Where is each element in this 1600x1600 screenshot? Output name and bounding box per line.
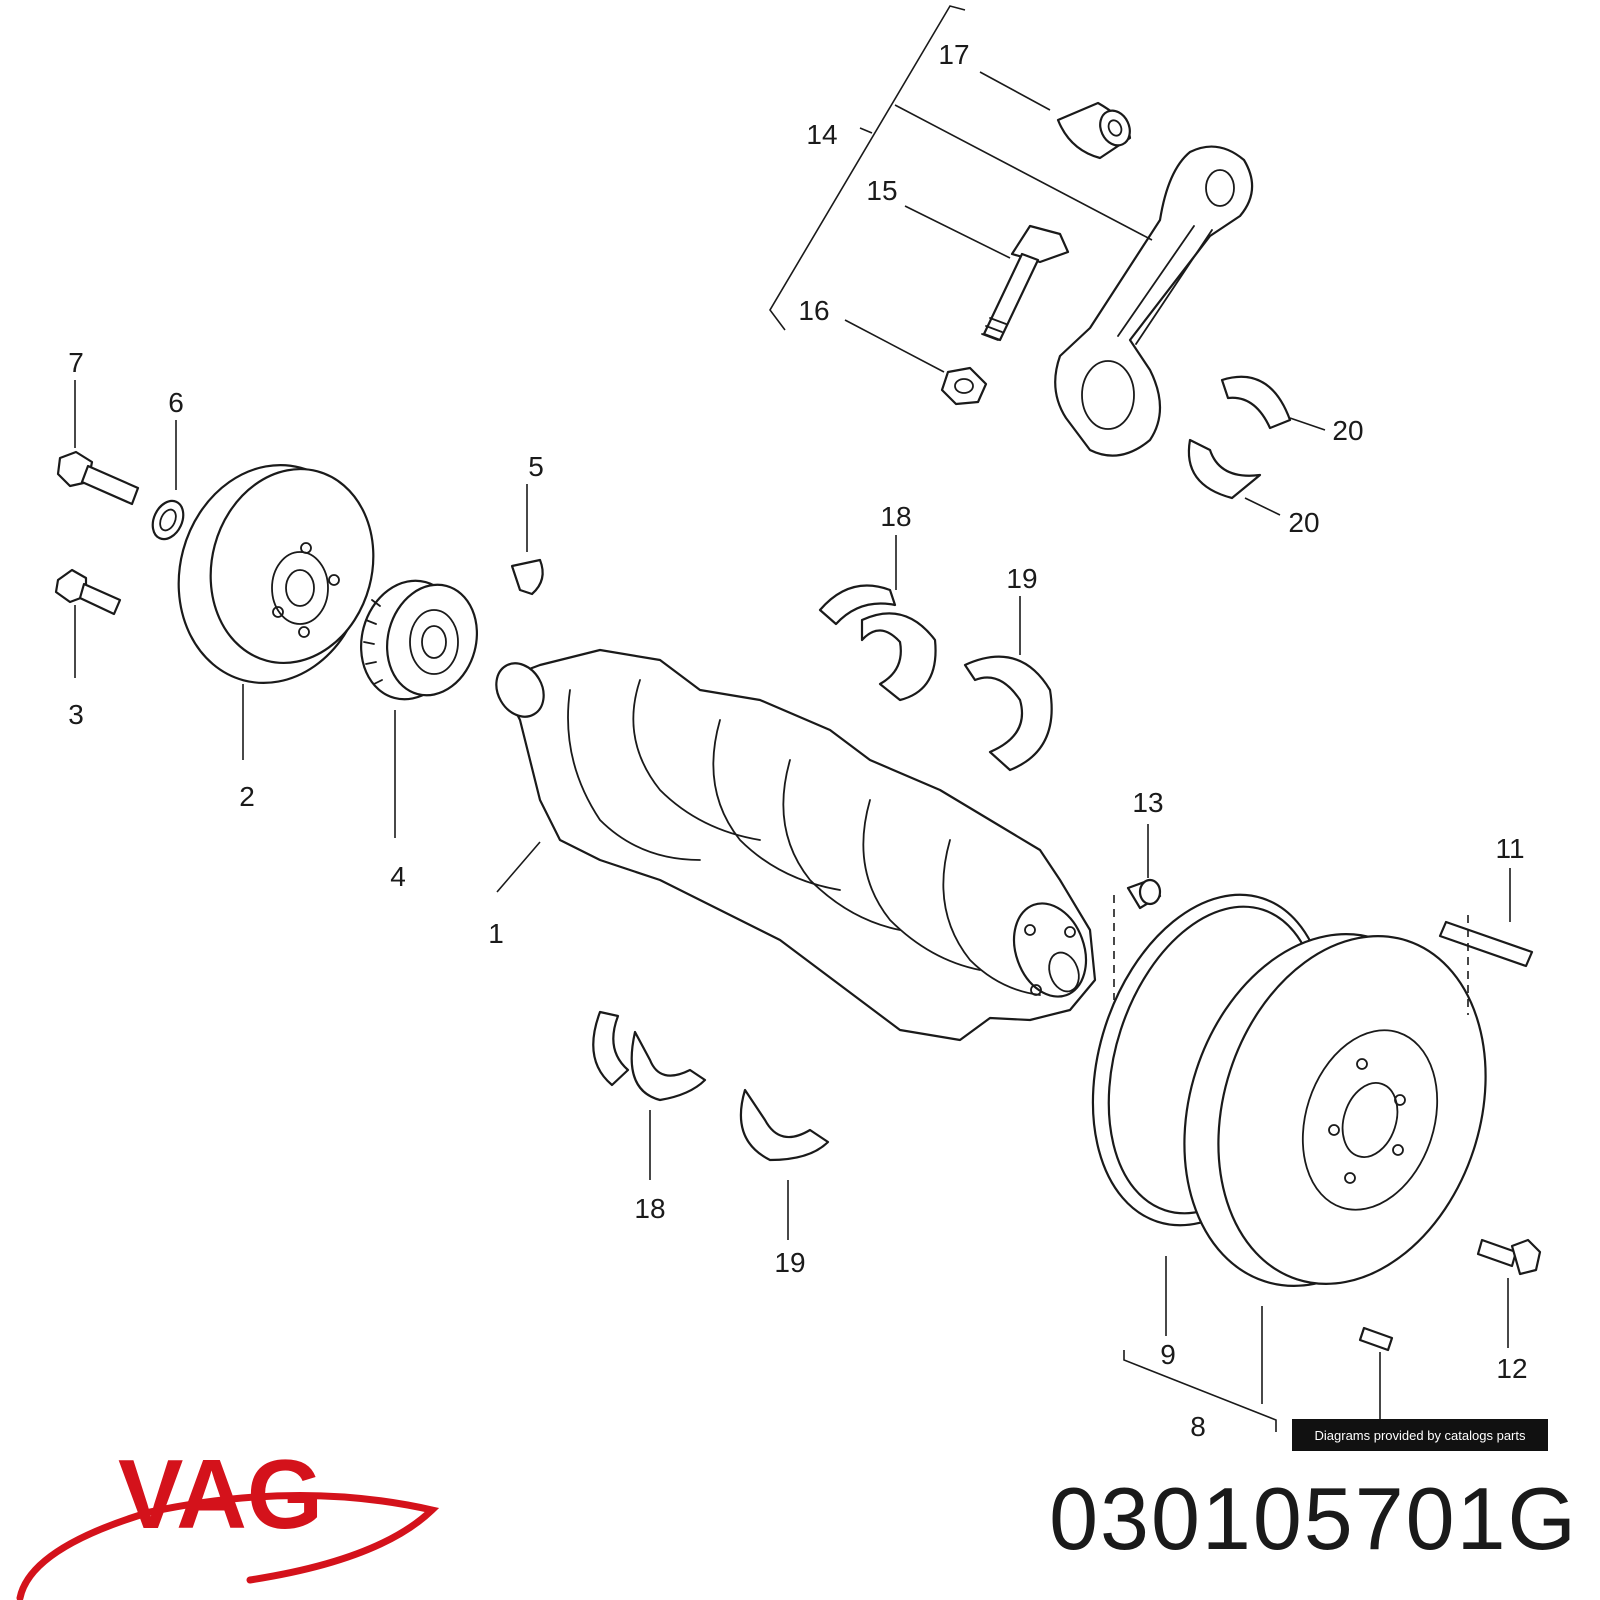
callout-18-upper: 18 [880,501,911,532]
connecting-rod [1054,145,1254,457]
callout-14: 14 [806,119,837,150]
credit-text: Diagrams provided by catalogs parts [1315,1428,1526,1443]
woodruff-key [510,558,544,596]
callout-20-upper: 20 [1332,415,1363,446]
logo-swoosh [16,1491,440,1600]
pulley-bolt-short [54,568,122,616]
credit-banner: Diagrams provided by catalogs parts [1292,1419,1548,1451]
connecting-rod-assembly [769,5,1326,516]
callout-20-lower: 20 [1288,507,1319,538]
rod-bolt [981,224,1070,342]
brand-name: VAG [118,1439,323,1549]
v-belt-pulley [177,464,375,684]
callout-7: 7 [68,347,84,378]
callout-16: 16 [798,295,829,326]
main-bearings [592,535,1053,1240]
callout-2: 2 [239,781,255,812]
callout-labels: 1 2 3 4 5 6 7 8 9 11 12 13 14 15 16 17 1… [68,39,1527,1442]
pulley-bolt-long [56,450,140,506]
callout-9: 9 [1160,1339,1176,1370]
flywheel-bolt [1476,1238,1542,1276]
rod-nut [940,366,988,406]
rod-bearing-lower [1187,438,1262,500]
part-number: 030105701G [1049,1469,1578,1568]
dowel-pin [1438,920,1534,968]
crankshaft [495,648,1097,1042]
callout-13: 13 [1132,787,1163,818]
callout-15: 15 [866,175,897,206]
main-bearing-lower-left [592,1010,707,1102]
callout-6: 6 [168,387,184,418]
callout-12: 12 [1496,1353,1527,1384]
callout-8: 8 [1190,1411,1206,1442]
toothed-belt-pulley [360,579,479,701]
main-bearing-lower-right [739,1088,830,1162]
needle-bearing [1126,878,1162,910]
callout-4: 4 [390,861,406,892]
main-bearing-upper-left [818,584,937,702]
callout-3: 3 [68,699,84,730]
pulley-group [54,380,544,838]
flywheel-group [1091,824,1542,1432]
rod-bearing-upper [1220,375,1292,430]
flywheel [1183,933,1487,1287]
callout-19-lower: 19 [774,1247,805,1278]
callout-17: 17 [938,39,969,70]
washer [151,499,185,541]
vag-logo: VAG [16,1439,440,1600]
main-bearing-upper-right [963,655,1053,772]
piston-pin [1056,101,1132,160]
callout-19-upper: 19 [1006,563,1037,594]
callout-18-lower: 18 [634,1193,665,1224]
callout-11: 11 [1495,833,1524,864]
callout-1: 1 [488,918,504,949]
callout-5: 5 [528,451,544,482]
